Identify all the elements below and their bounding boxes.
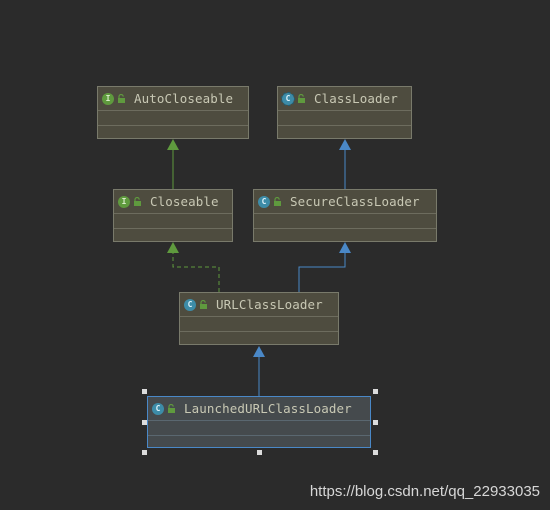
resize-handle-left[interactable] [142,420,147,425]
class-name: LaunchedURLClassLoader [184,401,352,416]
class-icon: C [184,298,196,311]
resize-handle-bottom-left[interactable] [142,450,147,455]
node-header: C LaunchedURLClassLoader [148,397,370,421]
member-separator [278,125,411,126]
node-header: C ClassLoader [278,87,411,111]
class-name: Closeable [150,194,219,209]
node-autocloseable[interactable]: I AutoCloseable [97,86,249,139]
watermark: https://blog.csdn.net/qq_22933035 [309,483,540,500]
node-launchedurlclassloader[interactable]: C LaunchedURLClassLoader [147,396,371,448]
member-separator [114,228,232,229]
class-name: ClassLoader [314,91,398,106]
member-separator [254,228,436,229]
lock-icon [133,197,142,206]
node-header: C SecureClassLoader [254,190,436,214]
resize-handle-bottom-right[interactable] [373,450,378,455]
edge-urlclassloader-implements-closeable [167,242,220,292]
class-name: SecureClassLoader [290,194,420,209]
interface-icon: I [118,195,130,208]
lock-icon [167,404,176,413]
lock-icon [199,300,208,309]
node-urlclassloader[interactable]: C URLClassLoader [179,292,339,345]
lock-icon [117,94,126,103]
class-name: AutoCloseable [134,91,234,106]
node-header: I AutoCloseable [98,87,248,111]
lock-icon [297,94,306,103]
interface-icon: I [102,92,114,105]
edge-secureclassloader-extends-classloader [339,139,351,189]
resize-handle-top-right[interactable] [373,389,378,394]
edge-urlclassloader-extends-secureclassloader [298,242,351,292]
node-header: I Closeable [114,190,232,214]
edge-closeable-extends-autocloseable [167,139,179,189]
member-separator [180,331,338,332]
lock-icon [273,197,282,206]
resize-handle-top-left[interactable] [142,389,147,394]
resize-handle-right[interactable] [373,420,378,425]
node-classloader[interactable]: C ClassLoader [277,86,412,139]
class-icon: C [152,402,164,415]
node-closeable[interactable]: I Closeable [113,189,233,242]
member-separator [148,435,370,436]
node-header: C URLClassLoader [180,293,338,317]
class-icon: C [258,195,270,208]
abstract-class-icon: C [281,91,295,106]
node-secureclassloader[interactable]: C SecureClassLoader [253,189,437,242]
resize-handle-bottom[interactable] [257,450,262,455]
member-separator [98,125,248,126]
class-name: URLClassLoader [216,297,323,312]
edge-launchedurlclassloader-extends-urlclassloader [253,346,265,396]
